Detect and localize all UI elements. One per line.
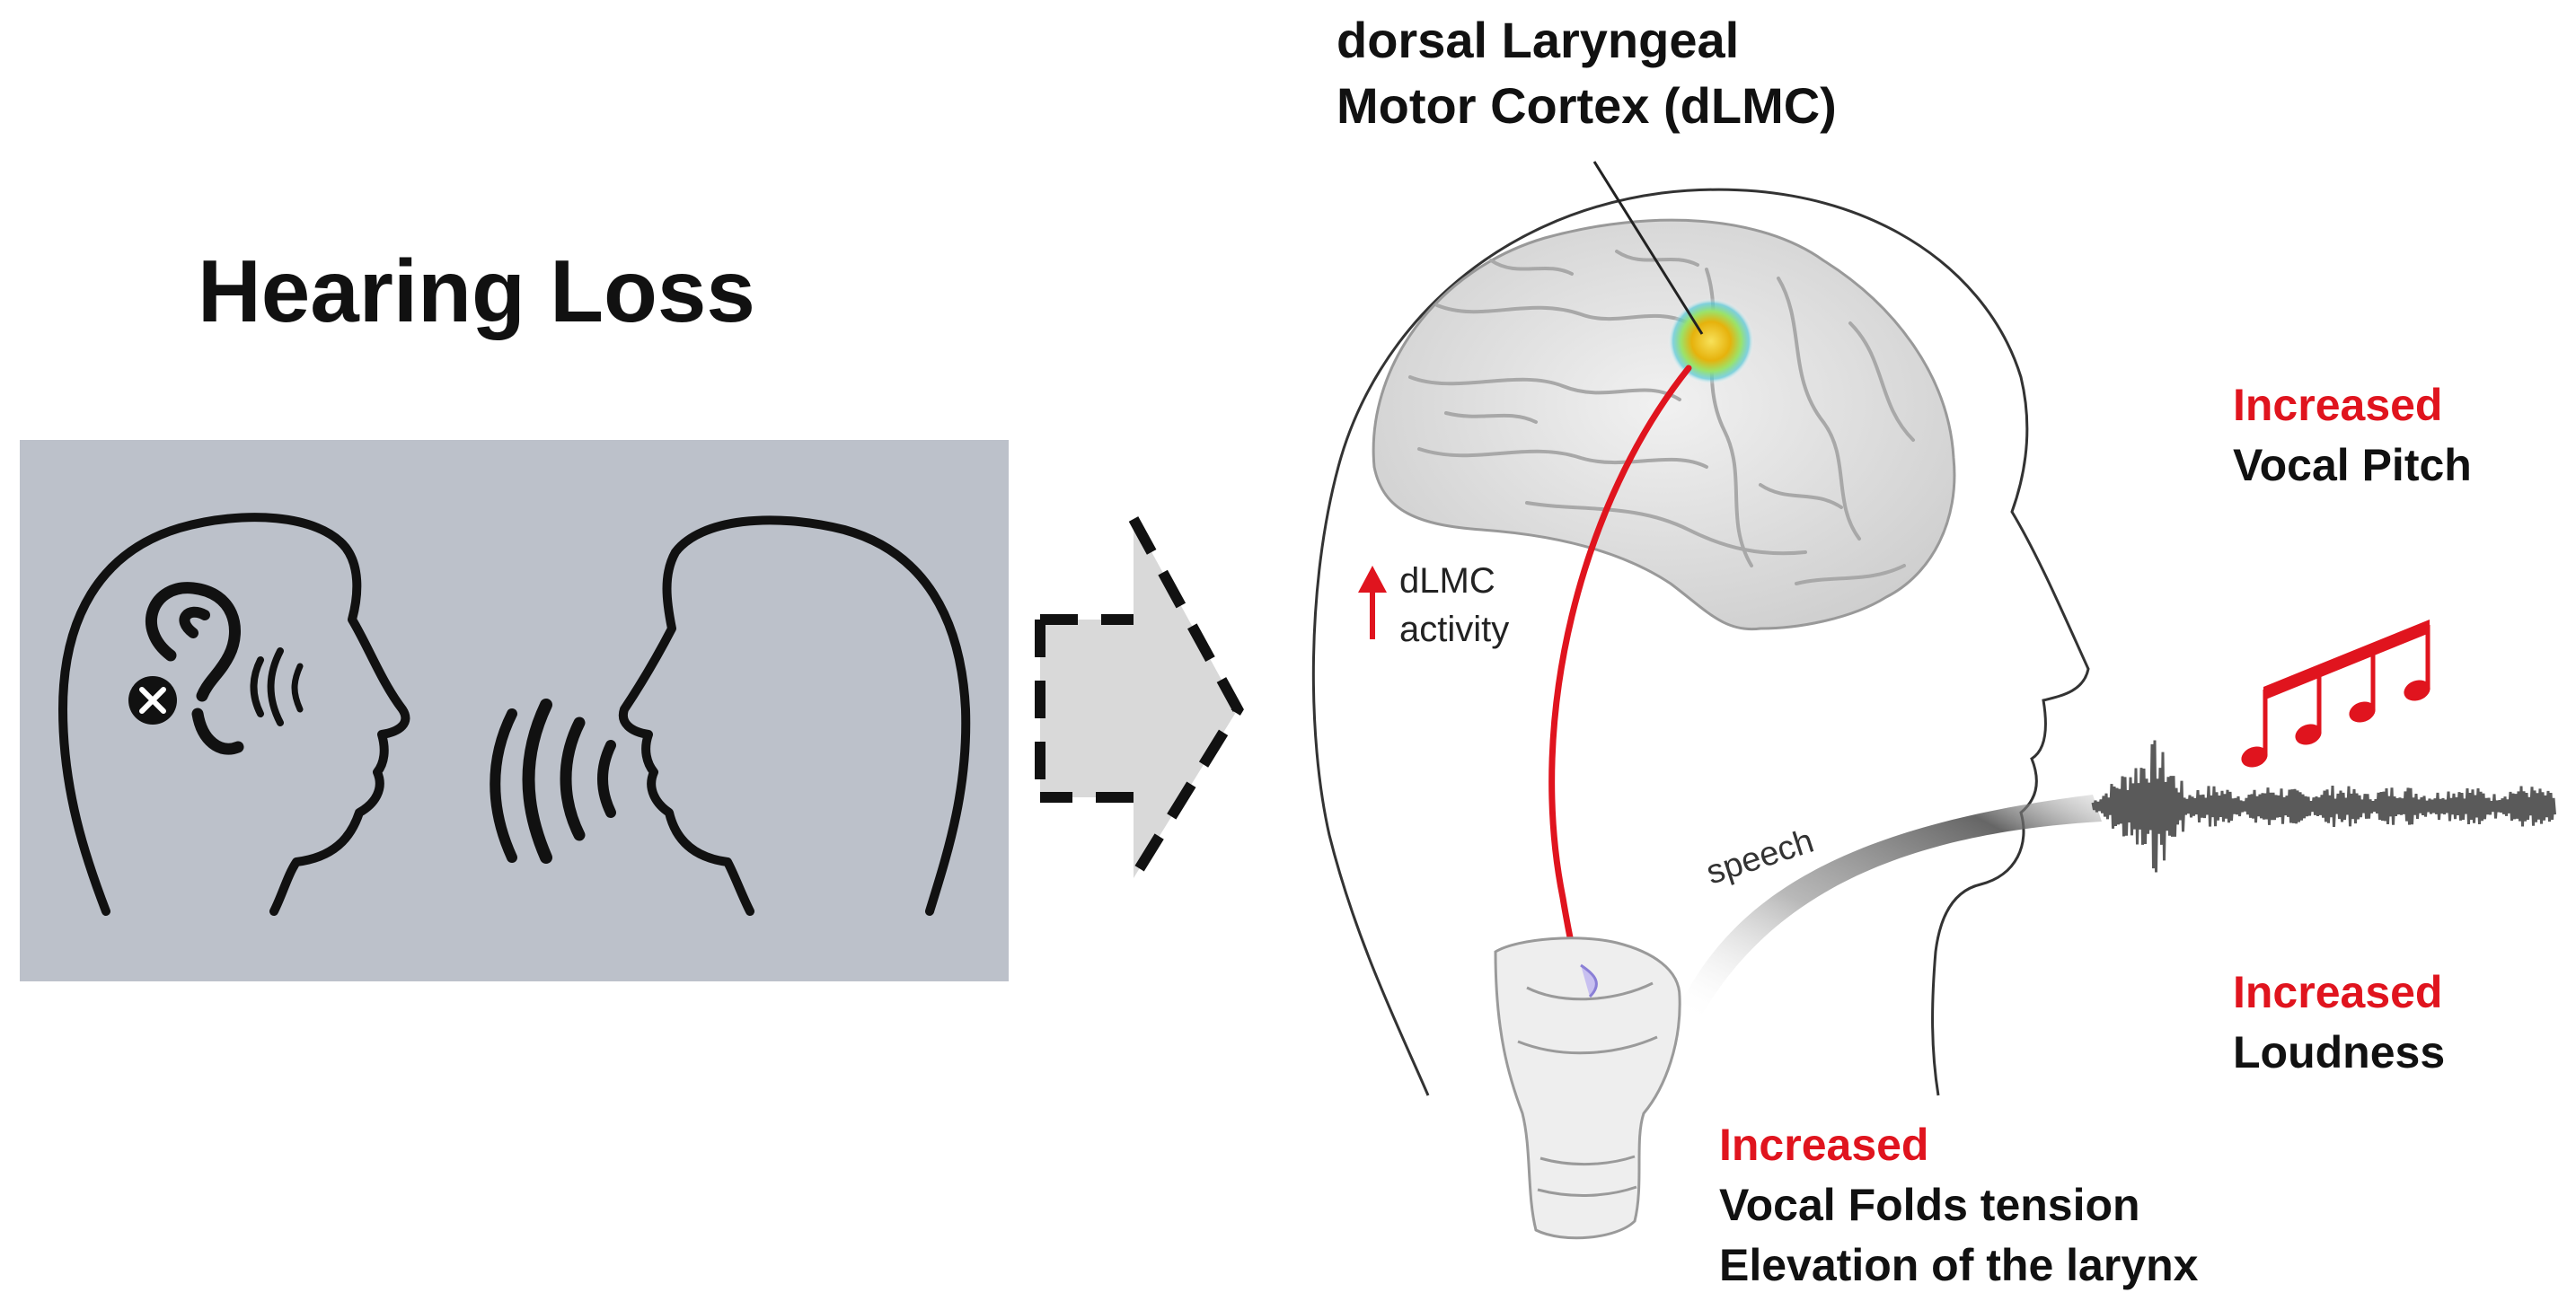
activity-line1: dLMC: [1399, 561, 1495, 601]
hearing-loss-title: Hearing Loss: [198, 242, 755, 340]
speaker-head-outline: [618, 515, 971, 916]
larynx-outcome-label: Increased Vocal Folds tension Elevation …: [1719, 1115, 2198, 1296]
larynx-text-line2: Elevation of the larynx: [1719, 1240, 2199, 1290]
loudness-highlight: Increased: [2233, 967, 2443, 1017]
dlmc-region-label: dorsal Laryngeal Motor Cortex (dLMC): [1337, 7, 1837, 138]
pitch-highlight: Increased: [2233, 380, 2443, 430]
pitch-outcome-label: Increased Vocal Pitch: [2233, 375, 2472, 496]
pitch-text: Vocal Pitch: [2233, 440, 2472, 490]
larynx-illustration: [1494, 936, 1681, 1240]
hearing-loss-ear-icon: [128, 582, 304, 755]
dlmc-label-line2: Motor Cortex (dLMC): [1337, 77, 1837, 134]
loudness-outcome-label: Increased Loudness: [2233, 963, 2445, 1083]
activity-up-arrow-icon: [1358, 566, 1387, 639]
larynx-highlight: Increased: [1719, 1120, 1929, 1170]
dlmc-label-line1: dorsal Laryngeal: [1337, 12, 1740, 68]
listener-head-outline: [58, 513, 410, 916]
speaking-sound-waves-icon: [490, 699, 616, 864]
brain-illustration: [1372, 218, 1956, 631]
loudness-text: Loudness: [2233, 1027, 2446, 1077]
dashed-arrow: [1035, 516, 1244, 882]
dlmc-hotspot: [1668, 298, 1754, 384]
activity-line2: activity: [1399, 610, 1510, 649]
head-profile-outline: [1311, 188, 2090, 1096]
larynx-text-line1: Vocal Folds tension: [1719, 1180, 2140, 1230]
sound-waveform-icon: [2091, 740, 2556, 873]
dlmc-activity-label: dLMC activity: [1399, 557, 1509, 654]
dlmc-pointer-line: [1592, 161, 1704, 335]
music-notes-icon: [2241, 620, 2430, 768]
speech-beam: [1680, 795, 2102, 1015]
